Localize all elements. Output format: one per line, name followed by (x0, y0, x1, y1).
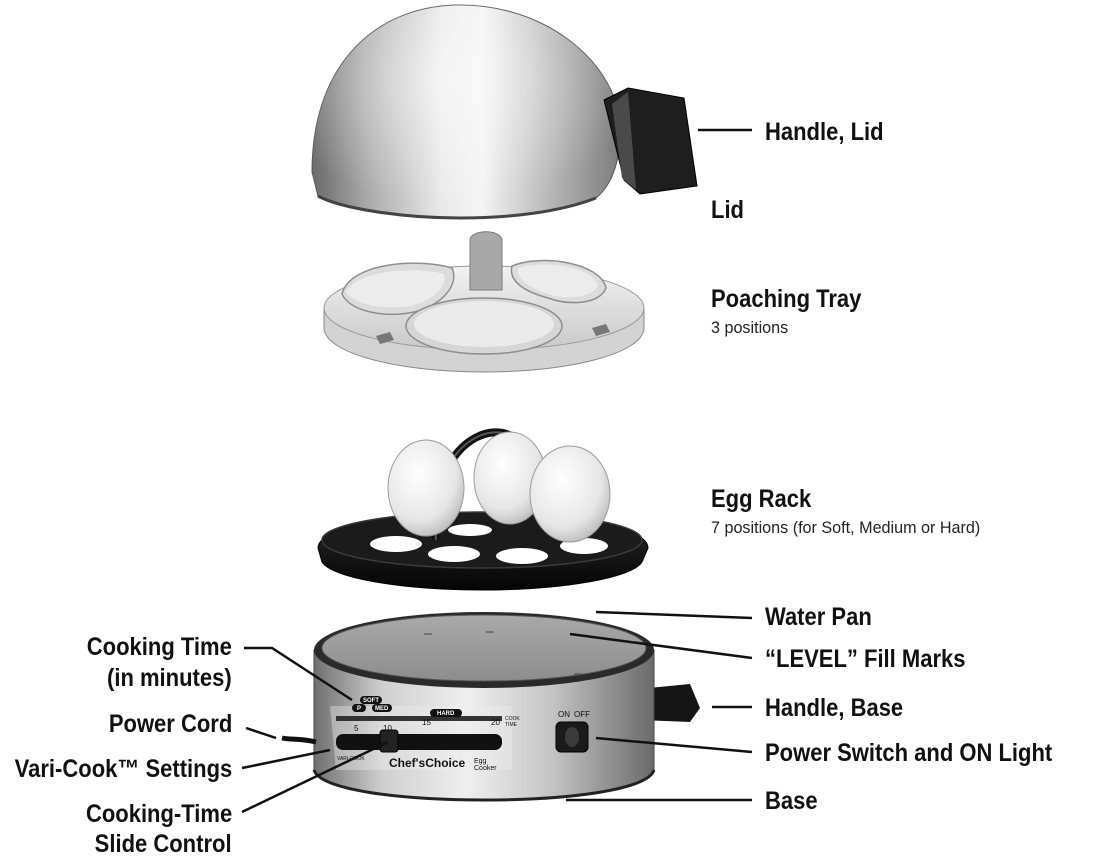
scale-15: 15 (422, 718, 431, 727)
leader-level-marks (569, 632, 753, 660)
leader-slide-control (241, 740, 389, 814)
label-power-switch: Power Switch and ON Light (765, 739, 1053, 767)
med-badge (372, 704, 392, 712)
label-slide-control-line1: Cooking-Time (85, 800, 232, 828)
label-level-marks: “LEVEL” Fill Marks (765, 645, 966, 673)
label-slide-control-line2: Slide Control (95, 830, 232, 858)
soft-mark-text: SOFT (363, 698, 379, 704)
label-handle-lid: Handle, Lid (765, 118, 884, 146)
off-label: OFF (574, 710, 590, 719)
label-cooking-time-line2: (in minutes) (107, 664, 232, 692)
label-handle-base: Handle, Base (765, 694, 904, 722)
label-cooking-time-line1: Cooking Time (86, 633, 232, 661)
lid-handle-illustration (603, 87, 698, 195)
label-egg-rack-sub: 7 positions (for Soft, Medium or Hard) (711, 518, 981, 537)
label-vari-cook: Vari-Cook™ Settings (14, 755, 232, 783)
hard-mark-text: HARD (437, 711, 455, 717)
med-mark-text: MED (375, 706, 389, 712)
label-poaching-tray: Poaching Tray (711, 285, 862, 313)
soft-badge (360, 696, 382, 704)
brand-logo: Chef'sChoice (389, 756, 466, 770)
scale-10: 10 (383, 724, 392, 733)
lid-illustration (311, 4, 621, 220)
cook-time-1: COOK (505, 716, 520, 722)
leader-power-switch (595, 736, 753, 754)
leader-water-pan (595, 610, 753, 620)
p-mark-text: P (357, 706, 361, 712)
label-base: Base (765, 787, 818, 815)
product-line-1: Egg (474, 758, 487, 765)
leader-vari-cook (241, 748, 331, 770)
label-power-cord: Power Cord (108, 710, 232, 738)
p-badge (352, 704, 366, 712)
leader-cooking-time (244, 646, 353, 702)
hard-badge (430, 709, 462, 717)
label-poaching-tray-sub: 3 positions (711, 318, 789, 337)
poaching-tray-illustration (323, 231, 645, 373)
label-lid: Lid (711, 196, 744, 224)
scale-20: 20 (491, 718, 500, 727)
scale-5: 5 (354, 724, 359, 733)
on-label: ON (558, 710, 570, 719)
egg-rack-illustration (317, 428, 649, 591)
base-illustration (281, 612, 700, 802)
label-water-pan: Water Pan (765, 603, 872, 631)
product-line-2: Cooker (474, 765, 497, 772)
cook-time-2: TIME (505, 722, 518, 728)
leader-lines (241, 128, 753, 814)
label-egg-rack: Egg Rack (711, 485, 812, 513)
leader-power-cord (245, 726, 277, 740)
